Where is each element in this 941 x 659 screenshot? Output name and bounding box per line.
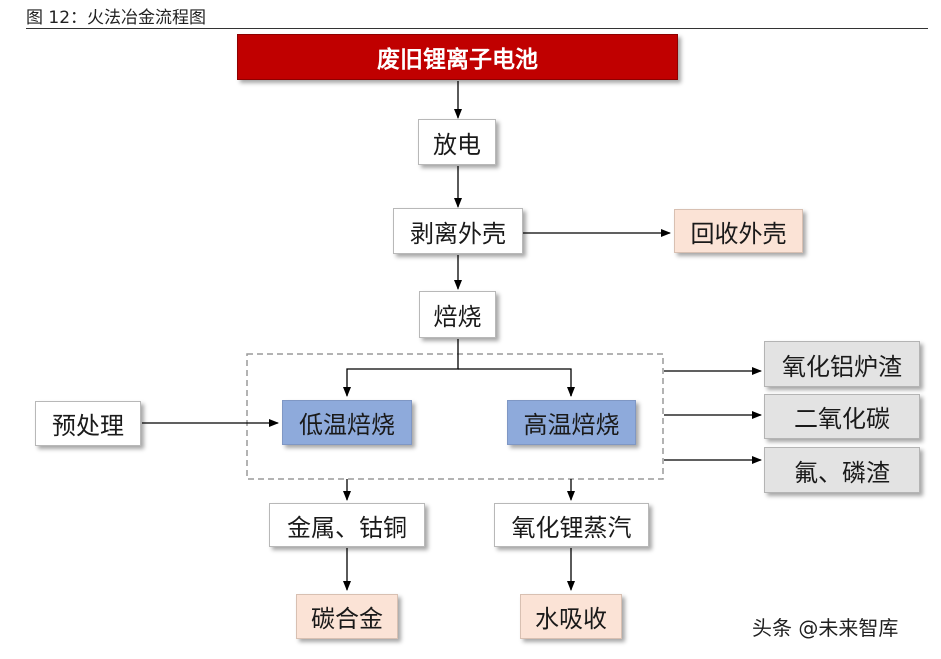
figure-caption: 图 12：火法冶金流程图 [26, 8, 207, 28]
node-low-temp-roast: 低温焙烧 [282, 400, 412, 445]
caption-divider [26, 28, 928, 29]
node-metal-co-cu: 金属、钴铜 [269, 503, 425, 547]
node-high-temp-roast: 高温焙烧 [507, 400, 636, 445]
arrow-roast-to-low [343, 339, 459, 397]
node-co2: 二氧化碳 [764, 394, 920, 439]
node-carbon-alloy: 碳合金 [296, 594, 398, 639]
node-discharge: 放电 [418, 119, 496, 165]
node-al-oxide-slag: 氧化铝炉渣 [764, 341, 920, 387]
node-water-absorb: 水吸收 [520, 594, 622, 639]
node-roast: 焙烧 [419, 291, 496, 338]
watermark: 头条 @未来智库 [752, 616, 899, 640]
node-battery: 废旧锂离子电池 [237, 34, 678, 80]
arrow-roast-to-high [458, 368, 572, 396]
node-recycle-shell: 回收外壳 [674, 209, 803, 253]
node-li-oxide-vapor: 氧化锂蒸汽 [494, 503, 649, 547]
node-fp-slag: 氟、磷渣 [764, 447, 920, 493]
node-peel-shell: 剥离外壳 [393, 208, 523, 254]
node-pretreat: 预处理 [35, 401, 141, 446]
